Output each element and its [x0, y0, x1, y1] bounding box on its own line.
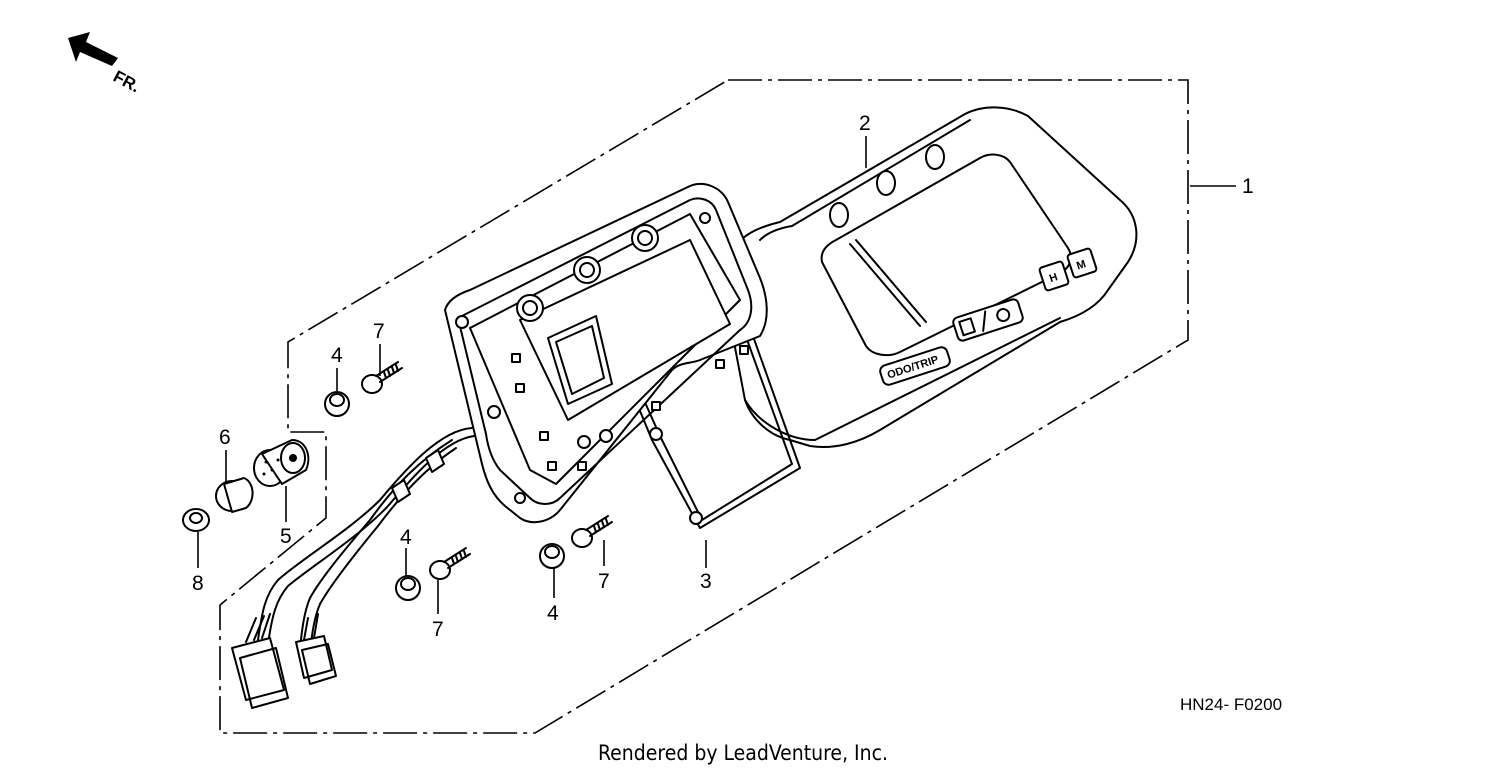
- callout-7-a: 7: [373, 320, 385, 343]
- callout-6: 6: [219, 426, 231, 449]
- sun-icon: [958, 317, 976, 337]
- diagram-code: HN24- F0200: [1180, 695, 1282, 714]
- wire-connector-a: [231, 613, 289, 709]
- callout-5: 5: [280, 525, 292, 548]
- part-4-grommet-c: [539, 543, 565, 569]
- indicator-lamp-1: [829, 202, 849, 228]
- front-direction-indicator: FR.: [68, 32, 143, 96]
- callout-7-b: 7: [432, 618, 444, 641]
- callout-labels: 1 2 3 4 7 6 5 8 4 7 4 7: [192, 112, 1254, 641]
- part-6-cap: [215, 477, 254, 513]
- callout-4-b: 4: [400, 526, 412, 549]
- assembly-boundary: [219, 79, 1189, 734]
- part-7-screw-c: [571, 515, 613, 548]
- callout-1: 1: [1242, 175, 1254, 198]
- callout-8: 8: [192, 572, 204, 595]
- front-arrow-icon: [68, 32, 118, 66]
- callout-4-a: 4: [331, 344, 343, 367]
- part-4-grommet-b: [395, 575, 421, 601]
- hour-button-label: H: [1048, 271, 1059, 285]
- clock-icon: [996, 308, 1011, 323]
- part-7-screw-b: [429, 547, 471, 580]
- part-7-screw-a: [361, 361, 403, 394]
- meter-display-window: [820, 153, 1072, 357]
- mode-button-label: M: [1075, 258, 1087, 272]
- indicator-lamp-2: [876, 170, 896, 196]
- gasket-hole-bottom-left: [649, 427, 663, 441]
- hour-button[interactable]: H: [1038, 260, 1070, 292]
- callout-4-c: 4: [547, 602, 559, 625]
- front-arrow-label: FR.: [110, 67, 143, 97]
- render-credit: Rendered by LeadVenture, Inc.: [598, 741, 888, 765]
- callout-3: 3: [700, 570, 712, 593]
- gasket-hole-bottom: [689, 511, 703, 525]
- clock-sun-button[interactable]: [952, 298, 1024, 342]
- part-4-grommet-a: [324, 391, 350, 417]
- leader-lines: [197, 136, 1236, 614]
- callout-7-c: 7: [598, 570, 610, 593]
- part-8-washer: [182, 508, 210, 532]
- indicator-lamp-3: [925, 144, 945, 170]
- wire-harness: [231, 427, 475, 709]
- meter-rear-case: [444, 183, 768, 524]
- callout-2: 2: [859, 112, 871, 135]
- part-5-socket: [253, 439, 310, 487]
- wire-connector-b: [295, 613, 337, 685]
- mode-button[interactable]: M: [1066, 247, 1098, 279]
- part-2-meter-housing: ODO/TRIP H M: [722, 106, 1138, 448]
